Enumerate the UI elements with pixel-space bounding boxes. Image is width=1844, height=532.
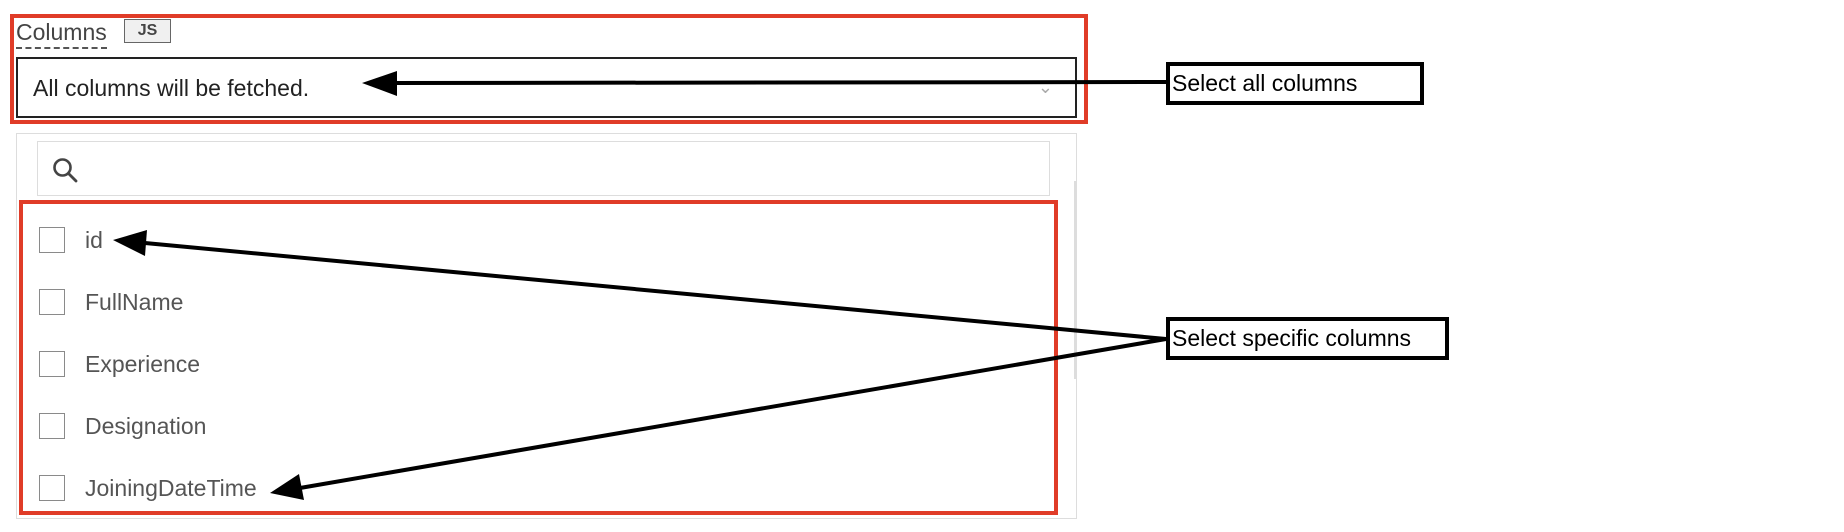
checkbox-designation[interactable]: [39, 413, 65, 439]
arrow-select-all: [394, 80, 1167, 85]
arrow-to-id: [144, 241, 1167, 341]
option-designation[interactable]: Designation: [39, 411, 206, 441]
select-value: All columns will be fetched.: [33, 75, 310, 101]
arrow-to-joiningdatetime: [299, 337, 1167, 490]
option-id[interactable]: id: [39, 225, 103, 255]
option-fullname[interactable]: FullName: [39, 287, 183, 317]
columns-dropdown: id FullName Experience Designation Joini…: [16, 133, 1077, 519]
arrowhead-joiningdatetime: [270, 474, 304, 500]
select-highlight-box: [10, 14, 1088, 124]
checkbox-experience[interactable]: [39, 351, 65, 377]
search-icon: [53, 158, 78, 183]
columns-label: Columns: [16, 18, 107, 49]
option-label: JoiningDateTime: [85, 474, 257, 501]
option-label: Experience: [85, 350, 201, 377]
columns-select[interactable]: All columns will be fetched. ⌄: [16, 57, 1077, 118]
arrowhead-select-all: [362, 71, 397, 96]
checkbox-joiningdatetime[interactable]: [39, 475, 65, 501]
option-joiningdatetime[interactable]: JoiningDateTime: [39, 473, 257, 503]
option-label: id: [85, 226, 103, 253]
search-input[interactable]: [37, 141, 1050, 196]
scrollbar[interactable]: [1074, 181, 1077, 379]
js-badge[interactable]: JS: [124, 19, 171, 43]
callout-select-all: Select all columns: [1166, 62, 1424, 105]
arrowhead-id: [113, 230, 147, 256]
option-experience[interactable]: Experience: [39, 349, 200, 379]
checkbox-id[interactable]: [39, 227, 65, 253]
checkbox-fullname[interactable]: [39, 289, 65, 315]
callout-select-specific: Select specific columns: [1166, 317, 1449, 360]
option-label: FullName: [85, 288, 184, 315]
option-label: Designation: [85, 412, 207, 439]
